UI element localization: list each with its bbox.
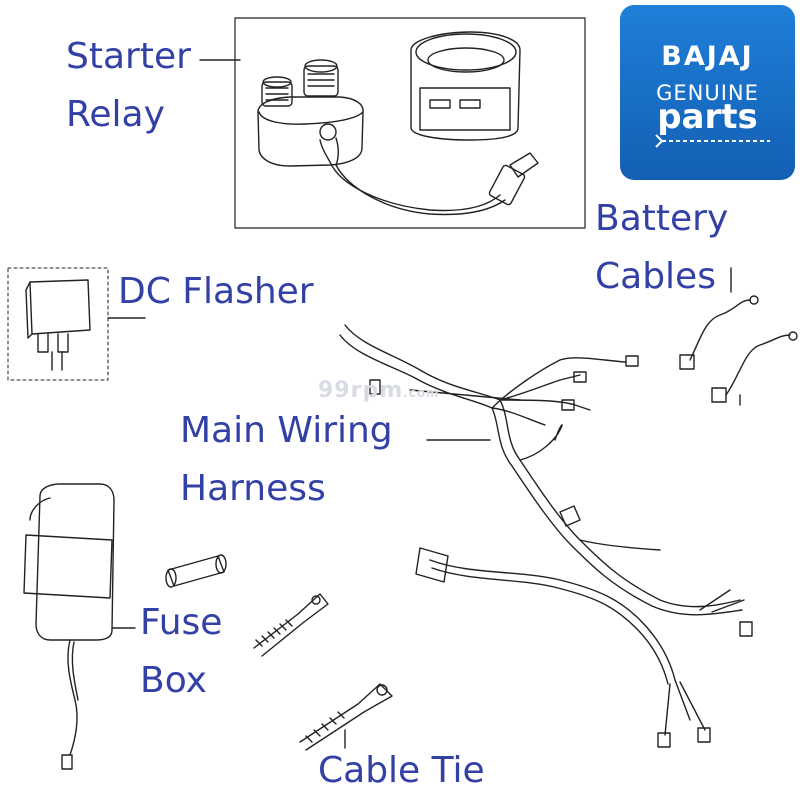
cable-tie-drawing	[299, 683, 393, 751]
label-main-wiring-harness-line-1: Main Wiring	[180, 410, 393, 451]
label-battery-cables-line-2: Cables	[595, 256, 716, 297]
logo-parts: parts	[657, 97, 758, 137]
battery-cables-drawing	[679, 295, 798, 403]
watermark-main: 99rpm	[318, 378, 404, 403]
fuse-box-drawing	[23, 483, 115, 770]
bolt-drawing	[253, 593, 329, 657]
label-dc-flasher: DC Flasher	[118, 271, 314, 312]
logo-brand: BAJAJ	[661, 41, 754, 72]
bajaj-genuine-parts-logo: BAJAJ GENUINE parts	[620, 5, 795, 180]
label-starter-relay: Starter Relay	[66, 28, 191, 144]
fuse-drawing	[165, 554, 227, 588]
watermark-suffix: .com	[403, 386, 440, 400]
starter-relay-frame	[234, 17, 586, 229]
label-cable-tie: Cable Tie	[318, 750, 485, 791]
logo-genuine: GENUINE	[656, 81, 759, 105]
label-fuse-box-line-1: Fuse	[140, 602, 223, 643]
label-starter-relay-line-1: Starter	[66, 36, 191, 77]
starter-relay-drawing	[257, 31, 539, 216]
label-starter-relay-line-2: Relay	[66, 94, 165, 135]
label-fuse-box-line-2: Box	[140, 660, 207, 701]
battery-cables-leader	[730, 267, 741, 406]
dc-flasher-frame	[7, 267, 109, 381]
label-battery-cables: Battery Cables	[595, 190, 728, 306]
watermark: 99rpm.com	[318, 378, 440, 403]
logo-underline-arrow-icon	[655, 134, 770, 148]
label-fuse-box: Fuse Box	[140, 594, 222, 710]
label-battery-cables-line-1: Battery	[595, 198, 729, 239]
label-main-wiring-harness-line-2: Harness	[180, 468, 326, 509]
main-wiring-harness-drawing	[339, 324, 753, 748]
label-main-wiring-harness: Main Wiring Harness	[180, 402, 393, 518]
dc-flasher-drawing	[25, 279, 91, 371]
